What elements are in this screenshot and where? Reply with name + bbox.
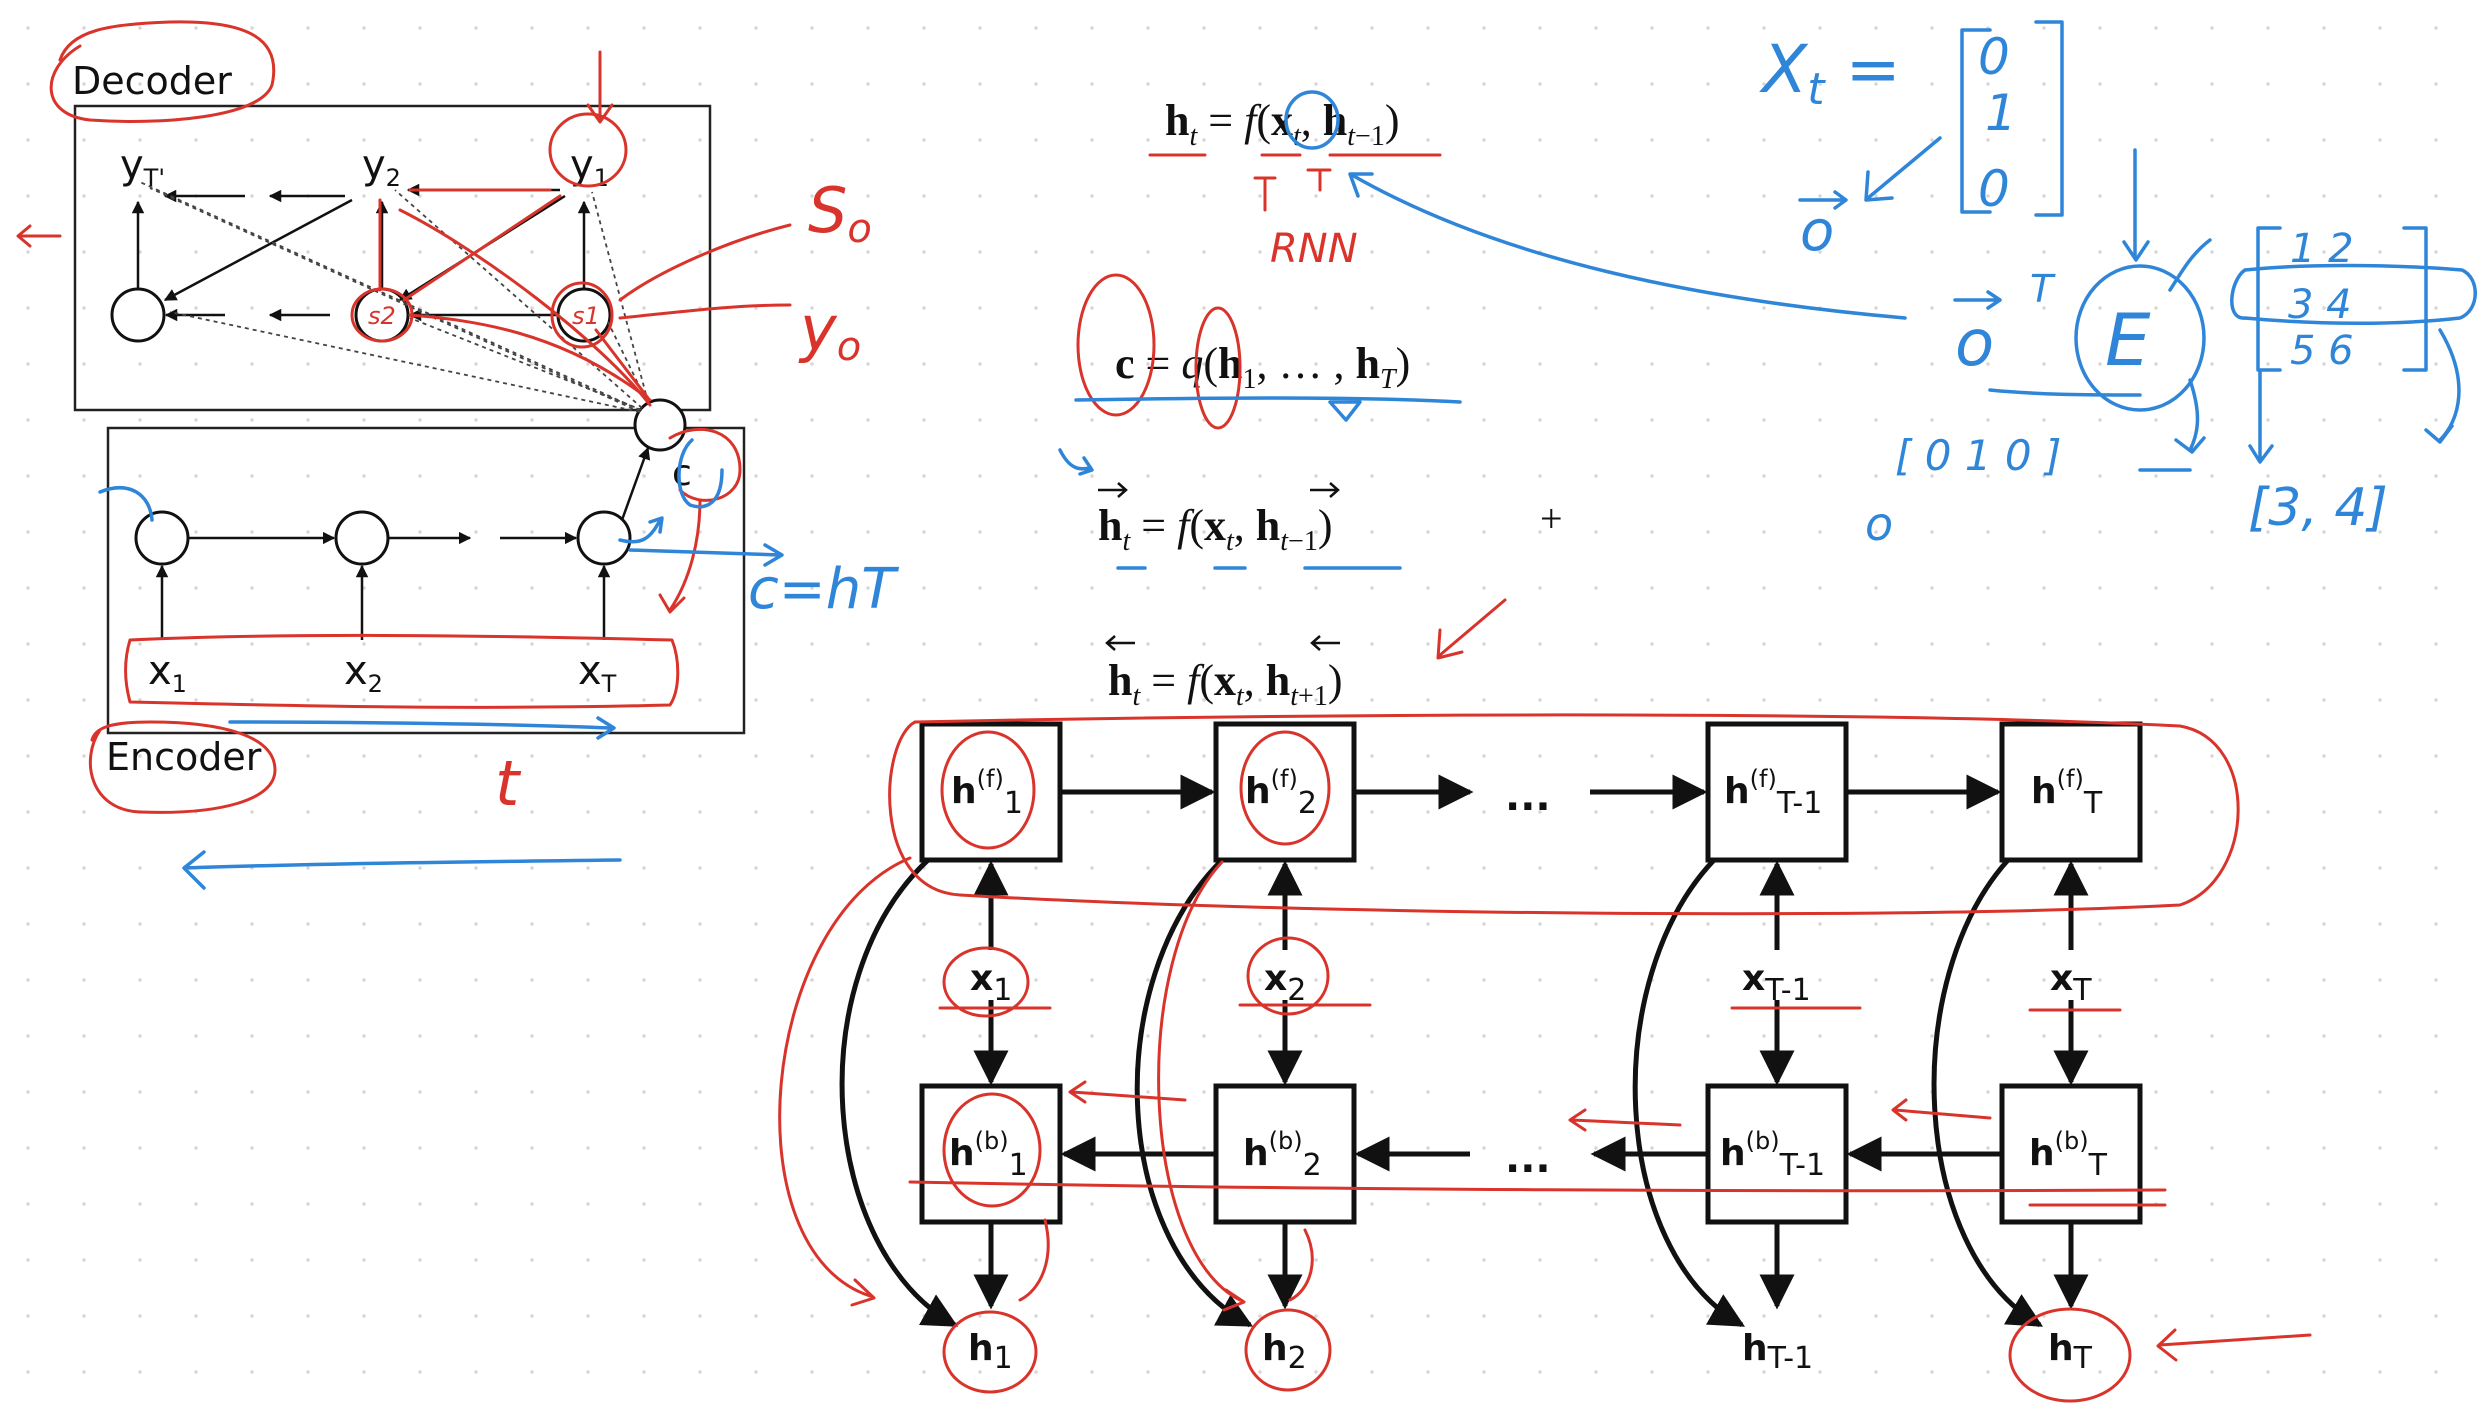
red-annotations: So yo s2 s1 t RNN: [16, 20, 2312, 1403]
blue-annotations: Xt = 0 1 0 o E o T 1 2 3 4 5 6 [ 0 1 0 ]…: [98, 20, 2477, 890]
input-label-xT: xT: [578, 648, 617, 698]
annotation-s1: s1: [572, 302, 600, 330]
output-h: h2: [1262, 1328, 1307, 1376]
backward-state-box: [919, 1083, 1063, 1225]
equation-backward: ht = f(xt, ht+1): [1108, 656, 1342, 712]
annotation-result: [3, 4]: [2248, 478, 2388, 538]
svg-text:o: o: [1865, 497, 1893, 551]
encoder-frame: [106, 426, 746, 735]
output-h: h1: [968, 1328, 1013, 1376]
forward-ellipsis: ...: [1505, 774, 1551, 820]
annotation-o: o: [1800, 199, 1834, 264]
forward-state-box: [1999, 721, 2143, 863]
encoder-label: Encoder: [106, 735, 262, 779]
encoder-state-node: [334, 510, 390, 566]
svg-text:T: T: [2030, 267, 2056, 311]
output-h: hT-1: [1742, 1328, 1813, 1376]
output-h: hT: [2048, 1328, 2093, 1376]
encoder-decoder-diagram: Decoder Encoder yT' y2 y1 c: [72, 59, 746, 779]
annotation-ot: o: [1955, 307, 1994, 381]
context-node: [633, 398, 687, 452]
annotation-e: E: [2105, 298, 2151, 382]
output-label-yT: yT': [120, 142, 165, 192]
equation-context: c = q(h1, … , hT): [1115, 339, 1410, 395]
annotation-c-ht: c=hT: [748, 557, 899, 622]
equation-forward: ht = f(xt, ht−1): [1098, 501, 1332, 557]
annotation-xt: Xt =: [1759, 31, 1901, 115]
svg-text:0: 0: [1978, 160, 2010, 218]
encoder-state-node: [576, 510, 632, 566]
encoder-state-node: [134, 510, 190, 566]
backward-ellipsis: ...: [1505, 1136, 1551, 1182]
context-label: c: [672, 453, 692, 494]
decoder-state-node: [110, 287, 166, 343]
output-label-y2: y2: [362, 142, 401, 192]
svg-text:1: 1: [1985, 84, 2017, 142]
svg-text:0: 0: [1978, 28, 2010, 86]
input-label-x2: x2: [344, 648, 383, 698]
equation-rnn: ht = f(xt, ht−1): [1165, 96, 1399, 152]
annotation-rnn: RNN: [1270, 226, 1358, 272]
annotation-y0: yo: [798, 292, 861, 370]
decoder-label: Decoder: [72, 59, 232, 103]
input-x: xT-1: [1742, 958, 1811, 1008]
bidirectional-rnn-diagram: h(f)1 h(f)2 h(f)T-1 h(f)T h(b)1 h(b)2 h(…: [839, 721, 2143, 1376]
svg-text:5 6: 5 6: [2290, 328, 2354, 374]
input-label-x1: x1: [148, 648, 187, 698]
annotation-s0: So: [808, 174, 872, 252]
plus-sign: +: [1540, 496, 1563, 541]
decoder-frame: [73, 104, 712, 412]
annotation-s2: s2: [368, 302, 396, 330]
annotation-row: [ 0 1 0 ]: [1895, 431, 2061, 480]
annotation-t: t: [495, 747, 522, 820]
